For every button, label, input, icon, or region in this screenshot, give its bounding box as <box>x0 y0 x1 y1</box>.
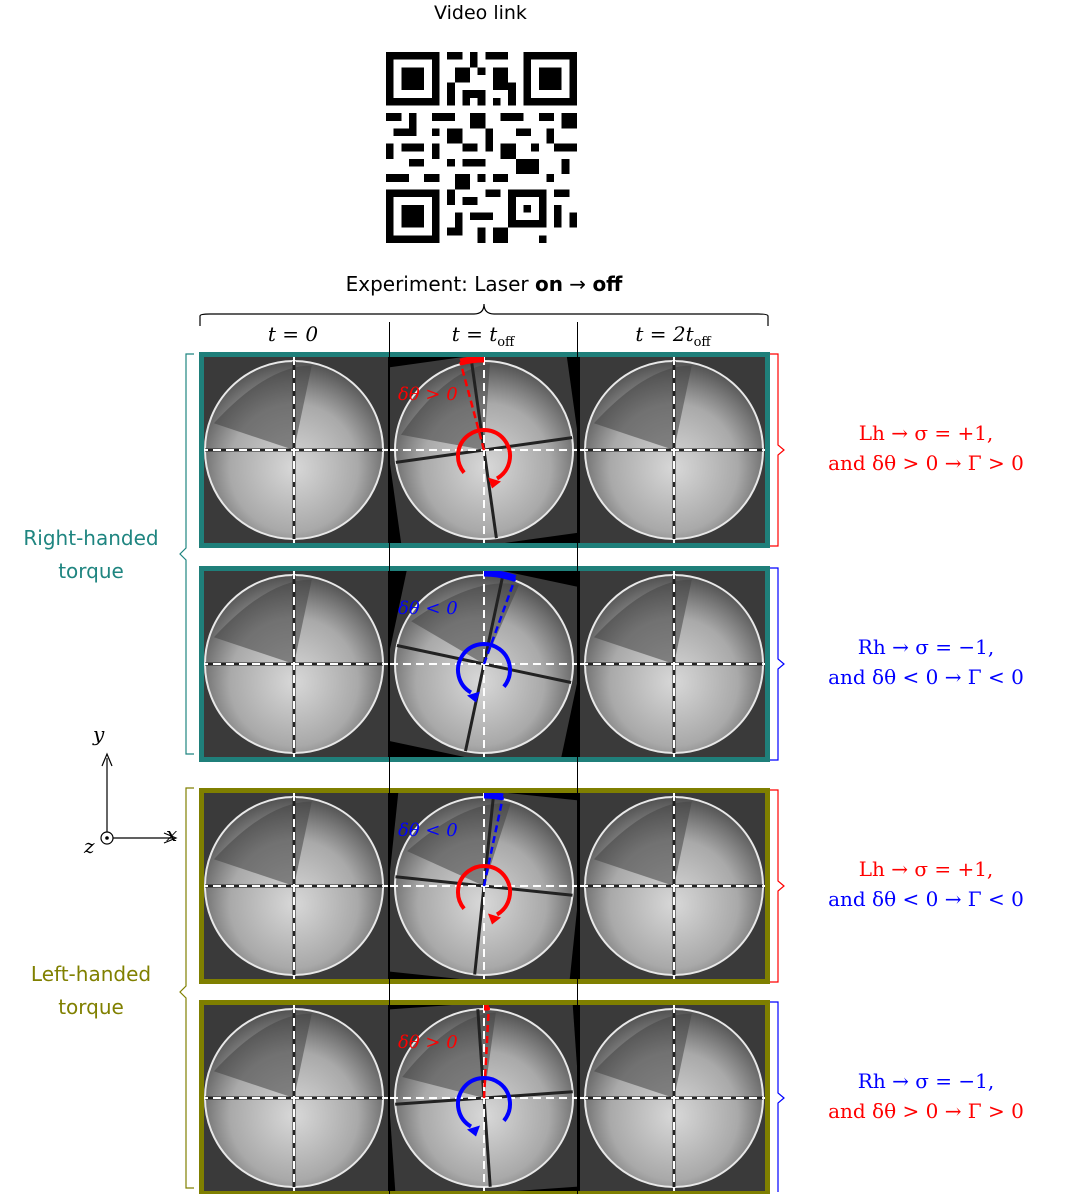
delta-theta-label: δθ > 0 <box>398 384 458 405</box>
annotation-line2: and δθ < 0 → Γ < 0 <box>828 665 1024 689</box>
annotation-line2: and δθ > 0 → Γ > 0 <box>828 451 1024 475</box>
axes-icon <box>100 752 178 845</box>
group-label-right-line1: Right-handed <box>23 526 159 550</box>
disc-image-r4-c1 <box>204 1005 388 1191</box>
annotation-line2: and δθ < 0 → Γ < 0 <box>828 887 1024 911</box>
annotation-line1: Rh → σ = −1, <box>857 635 995 659</box>
circular-arrow-icon <box>456 864 512 917</box>
group-label-left-line2: torque <box>58 995 124 1019</box>
circular-arrow-icon <box>456 428 512 481</box>
annotation-row-3: Lh → σ = +1, and δθ < 0 → Γ < 0 <box>786 854 1066 914</box>
axis-y-label: y <box>93 722 105 746</box>
annotation-line2: and δθ > 0 → Γ > 0 <box>828 1099 1024 1123</box>
panel-row-3 <box>199 788 770 984</box>
column-toff-sub: off <box>497 335 515 350</box>
disc-image-r4-c2 <box>390 1005 578 1191</box>
circular-arrow-head <box>467 1125 480 1137</box>
rotation-arc-marker <box>483 793 504 801</box>
disc-image-r3-c2 <box>390 793 578 979</box>
experiment-arrow: → <box>562 272 593 296</box>
delta-theta-label: δθ < 0 <box>398 598 458 619</box>
annotation-line1: Lh → σ = +1, <box>858 857 994 881</box>
experiment-on: on <box>534 272 563 296</box>
right-bracket-3 <box>770 789 785 983</box>
annotation-line1: Rh → σ = −1, <box>857 1069 995 1093</box>
group-label-right: Right-handed torque <box>0 522 182 588</box>
disc-image-r2-c3 <box>580 571 765 757</box>
delta-theta-label: δθ > 0 <box>398 1032 458 1053</box>
group-label-left: Left-handed torque <box>0 958 182 1024</box>
panel-row-1 <box>199 352 770 548</box>
group-label-left-line1: Left-handed <box>30 962 152 986</box>
qr-code-icon[interactable] <box>386 52 577 243</box>
column-2toff-label: t = 2t <box>635 322 694 346</box>
circular-arrow-icon <box>456 642 512 695</box>
disc-image-r1-c3 <box>580 357 765 543</box>
axis-x-label: x <box>166 822 178 846</box>
right-bracket-1 <box>770 353 785 547</box>
disc-image-r2-c1 <box>204 571 388 757</box>
experiment-title: Experiment: Laser on → off <box>240 272 728 296</box>
rotation-arc-marker <box>483 571 517 582</box>
annotation-row-1: Lh → σ = +1, and δθ > 0 → Γ > 0 <box>786 418 1066 478</box>
disc-image-r2-c2 <box>390 571 578 757</box>
rotation-needle <box>459 361 486 451</box>
left-braces <box>179 353 194 1189</box>
top-brace <box>199 303 769 326</box>
experiment-title-prefix: Experiment: Laser <box>345 272 535 296</box>
column-toff: t = toff <box>390 322 576 350</box>
circular-arrow-icon <box>456 1076 512 1129</box>
column-2toff: t = 2toff <box>580 322 766 350</box>
disc-image-r3-c3 <box>580 793 765 979</box>
circular-arrow-head <box>467 691 480 703</box>
rotation-arc-marker <box>459 357 485 366</box>
column-2toff-sub: off <box>693 335 711 350</box>
disc-image-r4-c3 <box>580 1005 765 1191</box>
video-link-label: Video link <box>434 2 527 24</box>
disc-image-r3-c1 <box>204 793 388 979</box>
rotation-needle <box>482 1007 491 1099</box>
rotation-needle <box>482 796 505 887</box>
delta-theta-label: δθ < 0 <box>398 820 458 841</box>
panel-row-4 <box>199 1000 770 1194</box>
axis-z-label: z <box>84 834 95 858</box>
circular-arrow-head <box>488 913 501 925</box>
group-label-right-line2: torque <box>58 559 124 583</box>
column-divider-2 <box>577 322 578 1194</box>
disc-image-r1-c1 <box>204 357 388 543</box>
circular-arrow-head <box>488 477 501 489</box>
right-brackets <box>770 353 785 1192</box>
annotation-line1: Lh → σ = +1, <box>858 421 994 445</box>
rotation-needle <box>482 578 517 665</box>
column-toff-label: t = t <box>451 322 498 346</box>
panel-row-2 <box>199 566 770 762</box>
disc-image-r1-c2 <box>390 357 578 543</box>
column-t0: t = 0 <box>267 322 319 346</box>
right-bracket-2 <box>770 567 785 761</box>
column-divider-1 <box>389 322 390 1194</box>
right-bracket-4 <box>770 1001 785 1192</box>
experiment-off: off <box>592 272 623 296</box>
annotation-row-4: Rh → σ = −1, and δθ > 0 → Γ > 0 <box>786 1066 1066 1126</box>
annotation-row-2: Rh → σ = −1, and δθ < 0 → Γ < 0 <box>786 632 1066 692</box>
